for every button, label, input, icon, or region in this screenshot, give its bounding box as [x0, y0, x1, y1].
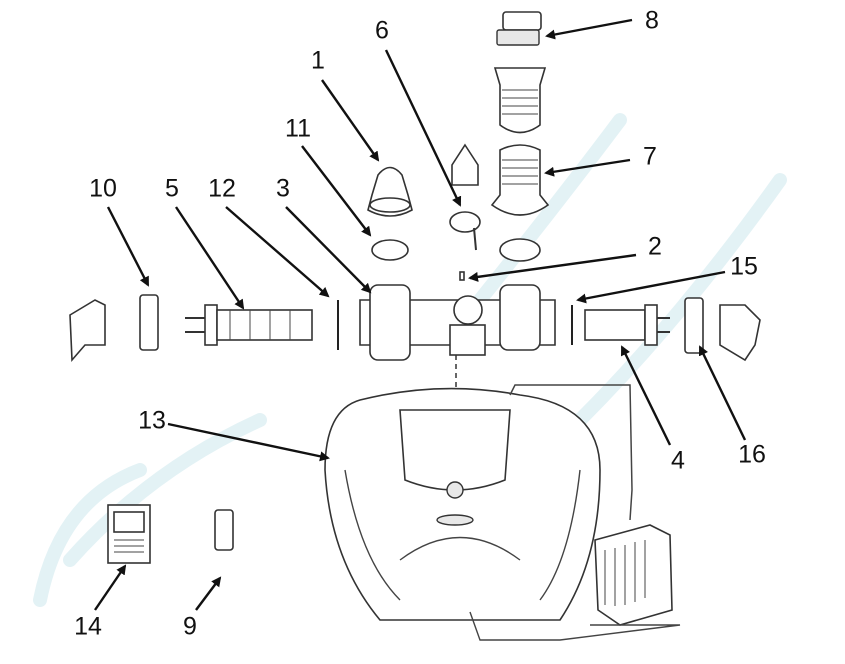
arrow-8 [545, 18, 633, 40]
part-6-sensor [449, 143, 481, 251]
callout-10: 10 [89, 175, 117, 203]
arrow-11 [301, 145, 372, 237]
part-7-lower-fitting [490, 144, 550, 216]
part-9-part [214, 509, 234, 551]
callout-7: 7 [643, 143, 657, 171]
part-5-electrode-left [185, 304, 313, 346]
power-supply [469, 524, 681, 641]
connector-left [69, 299, 106, 363]
arrow-10 [106, 206, 150, 287]
callout-14: 14 [74, 613, 102, 641]
callout-5: 5 [165, 175, 179, 203]
callout-11: 11 [285, 115, 311, 143]
arrow-7 [544, 158, 631, 177]
arrow-4 [620, 345, 672, 446]
arrow-2 [468, 253, 637, 282]
power-cable [509, 384, 633, 521]
callout-2: 2 [648, 233, 662, 261]
callout-labels: 1 2 3 4 5 6 7 8 9 10 11 12 13 14 15 16 [74, 7, 766, 641]
callout-arrows [94, 18, 747, 611]
callout-6: 6 [375, 17, 389, 45]
part-4-electrode-right [584, 304, 670, 346]
arrow-16 [698, 345, 747, 441]
callout-9: 9 [183, 613, 197, 641]
callout-4: 4 [671, 447, 685, 475]
callout-13: 13 [138, 407, 166, 435]
callout-1: 1 [311, 47, 325, 75]
part-16-nut-right [684, 297, 704, 354]
part-7-upper-fitting [493, 67, 547, 134]
part-2-screw [459, 271, 465, 281]
arrow-15 [576, 270, 726, 304]
part-11-o-ring [371, 239, 409, 261]
connector-right [719, 304, 761, 362]
part-14-manual [107, 504, 151, 564]
callout-12: 12 [208, 175, 236, 203]
arrow-9 [195, 576, 222, 611]
part-1-fitting [367, 166, 413, 217]
part-3-cell-body [359, 284, 556, 405]
o-ring-right [499, 238, 541, 262]
arrow-6 [384, 49, 462, 207]
part-10-nut-left [139, 294, 159, 351]
arrow-1 [321, 79, 380, 162]
arrow-12 [225, 206, 330, 298]
callout-15: 15 [730, 253, 758, 281]
callout-3: 3 [276, 175, 290, 203]
arrow-3 [285, 206, 372, 294]
arrow-13 [167, 422, 330, 462]
callout-8: 8 [645, 7, 659, 35]
watermark-logo [33, 113, 787, 607]
arrow-14 [94, 564, 127, 611]
part-13-control-unit [324, 387, 601, 621]
arrow-5 [175, 206, 245, 310]
part-8-cap [496, 11, 542, 46]
callout-16: 16 [738, 441, 766, 469]
